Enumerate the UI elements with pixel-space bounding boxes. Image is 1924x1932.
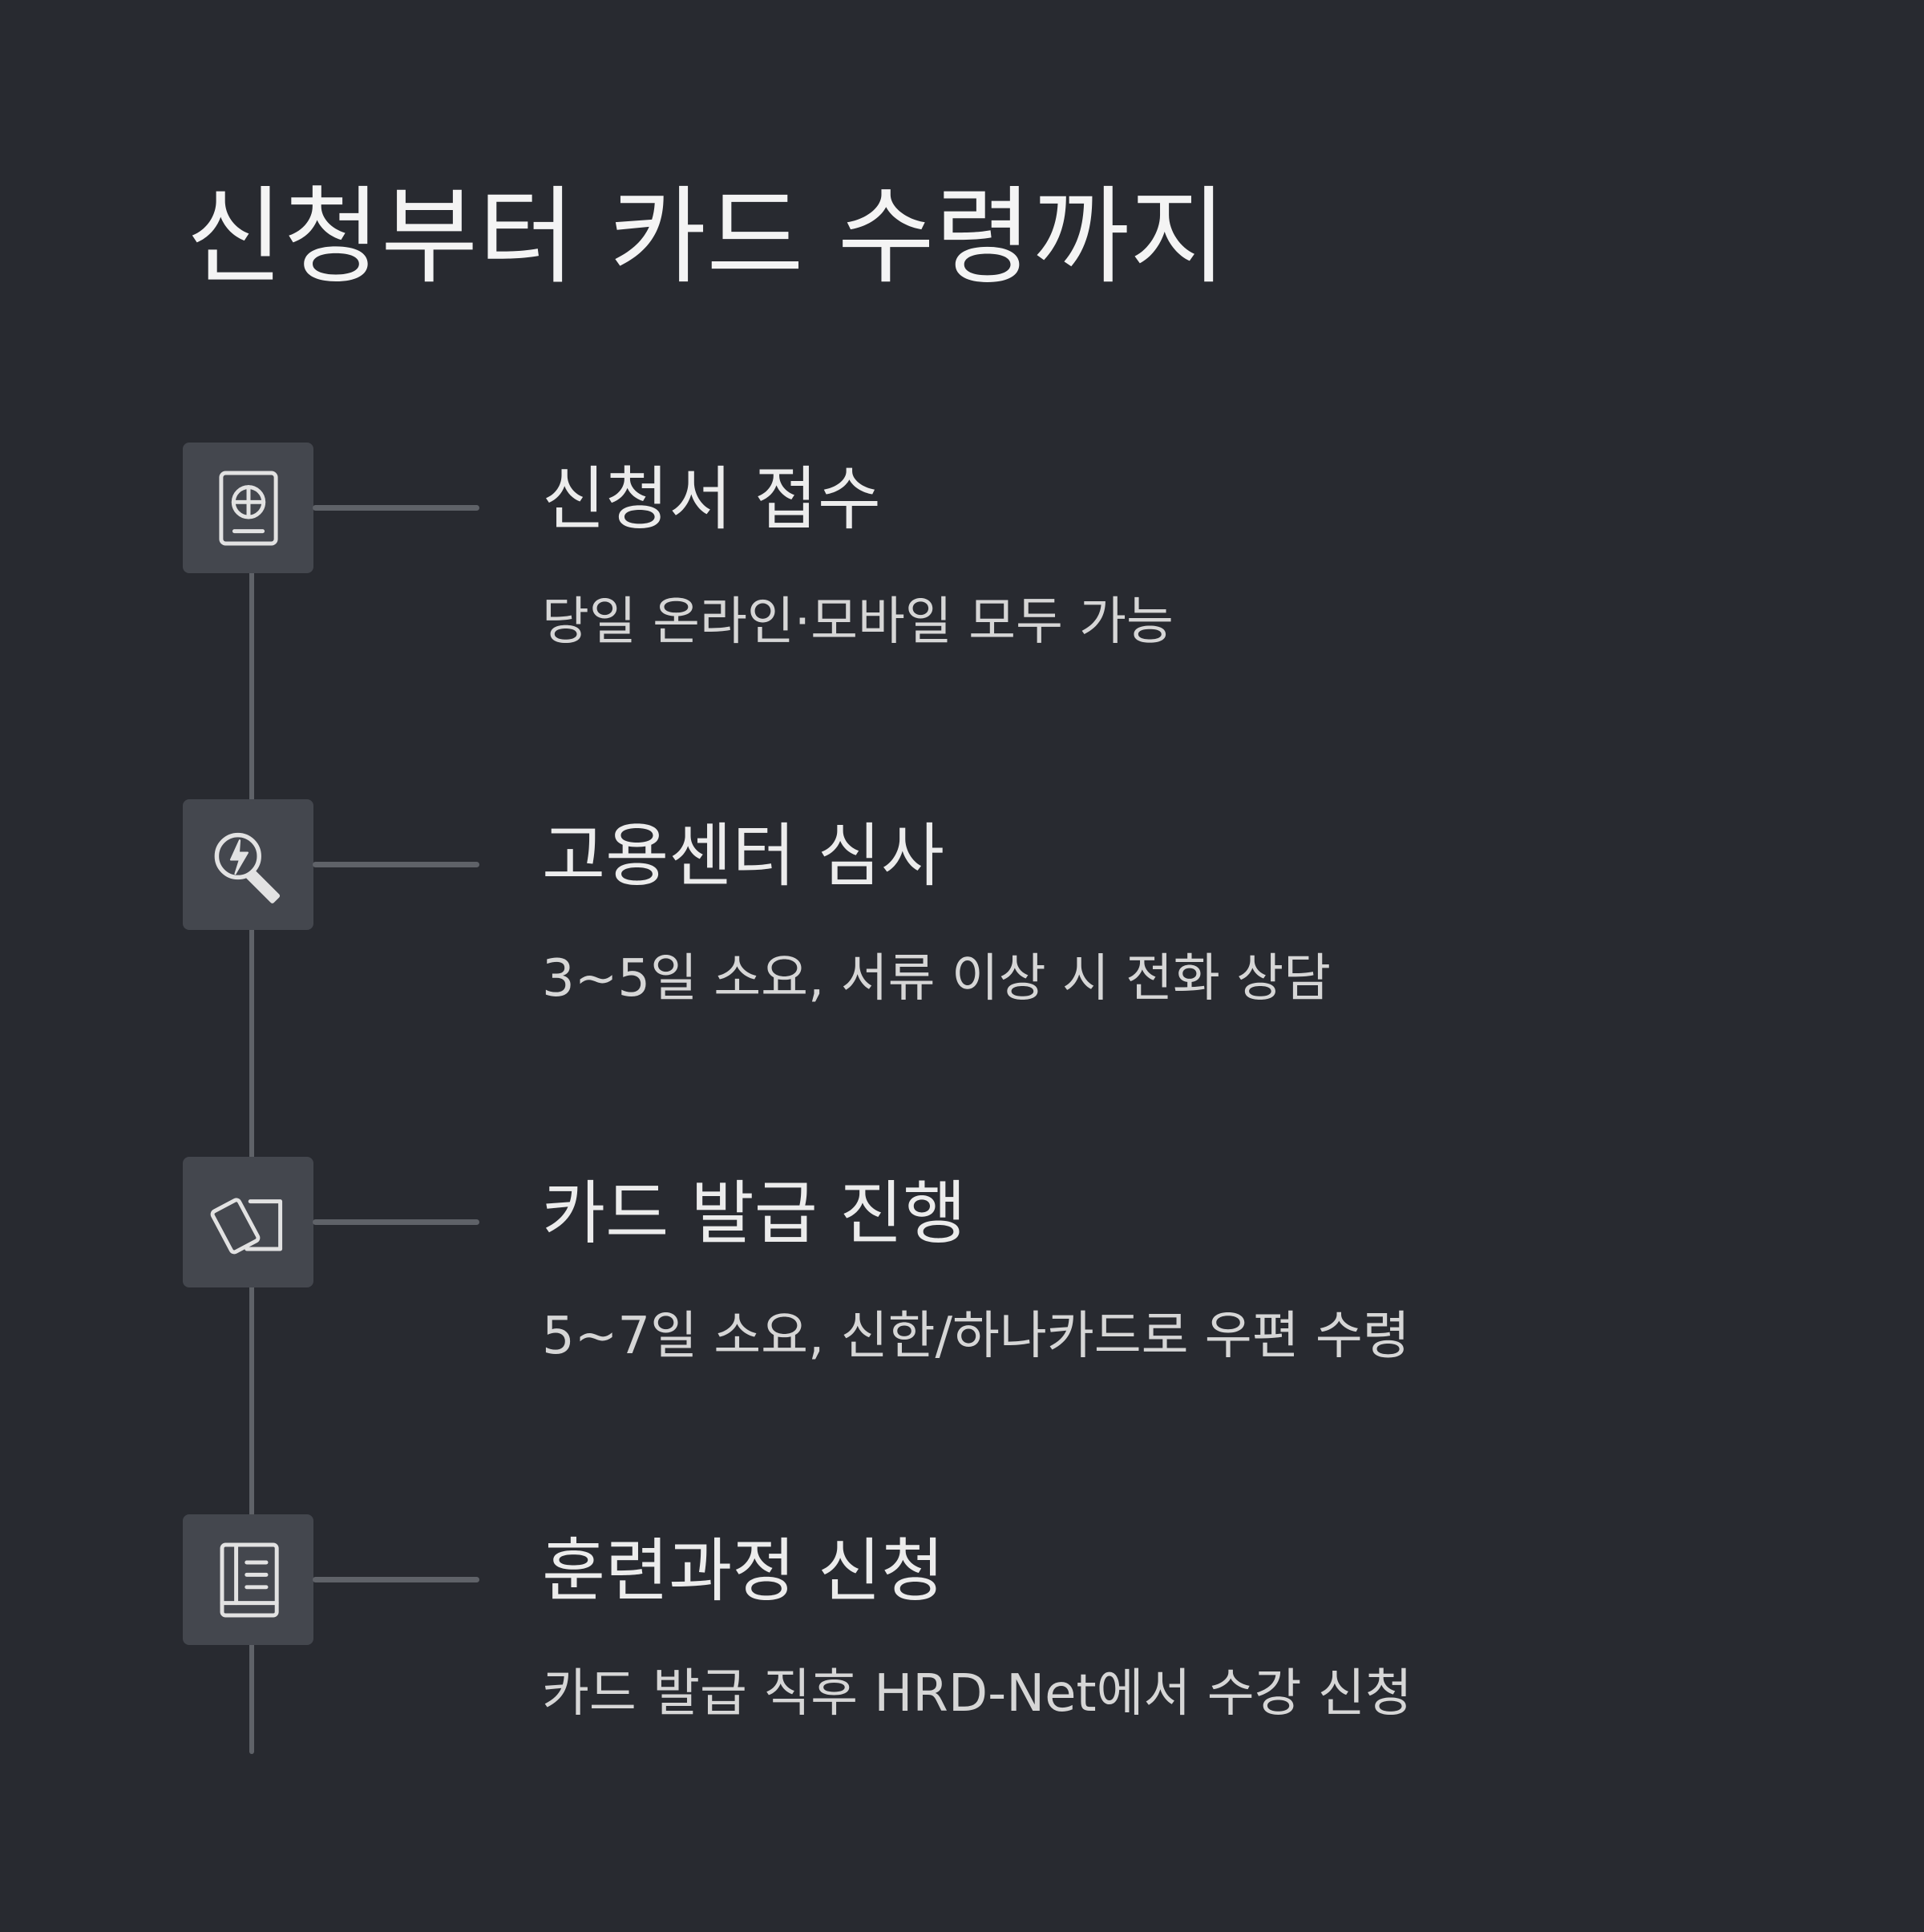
book-icon [183, 1514, 313, 1645]
step-title: 신청서 접수 [542, 459, 881, 540]
step-title: 훈련과정 신청 [542, 1531, 945, 1611]
step-connector [313, 1219, 479, 1225]
step-connector [313, 1577, 479, 1582]
step-description: 당일 온라인·모바일 모두 가능 [542, 592, 1174, 652]
timeline-step-card-issue: 카드 발급 진행 5~7일 소요, 신한/하나카드로 우편 수령 [0, 1157, 1924, 1362]
step-connector [313, 862, 479, 867]
step-description: 3~5일 소요, 서류 이상 시 전화 상담 [542, 949, 1332, 1008]
step-title: 고용센터 심사 [542, 816, 945, 896]
timeline-line [249, 529, 254, 1754]
step-description: 5~7일 소요, 신한/하나카드로 우편 수령 [542, 1307, 1410, 1366]
step-description: 카드 발급 직후 HRD-Net에서 수강 신청 [542, 1664, 1413, 1724]
search-lightning-icon [183, 799, 313, 930]
cards-icon [183, 1157, 313, 1287]
step-connector [313, 505, 479, 511]
timeline-step-course-apply: 훈련과정 신청 카드 발급 직후 HRD-Net에서 수강 신청 [0, 1514, 1924, 1720]
timeline-step-application: 신청서 접수 당일 온라인·모바일 모두 가능 [0, 443, 1924, 648]
passport-icon [183, 443, 313, 573]
step-title: 카드 발급 진행 [542, 1174, 967, 1254]
timeline-step-review: 고용센터 심사 3~5일 소요, 서류 이상 시 전화 상담 [0, 799, 1924, 1004]
page-title: 신청부터 카드 수령까지 [186, 176, 1227, 299]
